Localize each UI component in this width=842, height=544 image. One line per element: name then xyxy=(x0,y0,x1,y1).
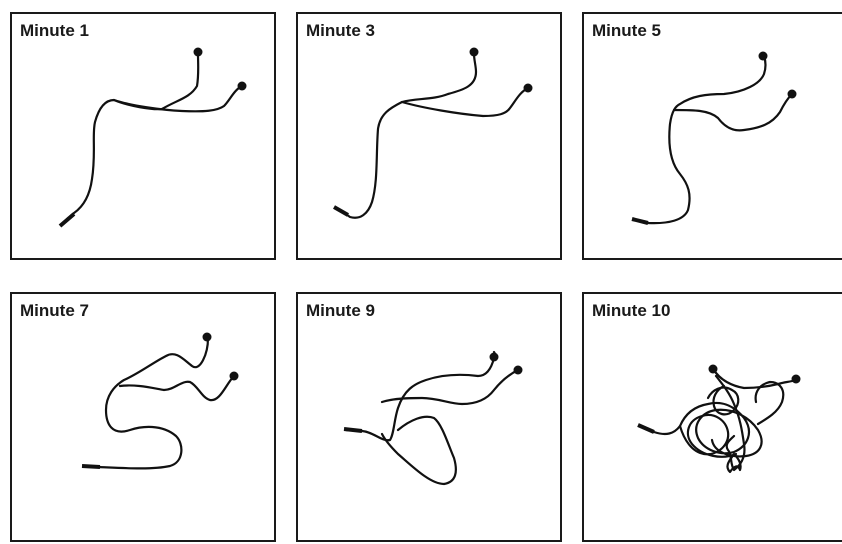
jack-plug xyxy=(81,464,101,469)
jack-plug xyxy=(637,423,655,434)
earbud-right xyxy=(523,83,533,93)
earbud-right xyxy=(787,89,797,99)
panel-title: Minute 5 xyxy=(592,21,661,40)
jack-plug xyxy=(343,427,363,433)
earbud-right xyxy=(513,365,523,375)
earbud-right xyxy=(229,371,239,381)
earbud-left xyxy=(193,47,203,57)
jack-plug xyxy=(58,212,76,228)
earbud-left xyxy=(489,352,499,362)
panel-minute-5: Minute 5 xyxy=(582,12,842,260)
panel-title: Minute 10 xyxy=(592,301,671,320)
earphone-cable-drawing xyxy=(81,332,239,470)
panel-minute-1: Minute 1 xyxy=(10,12,276,260)
earbud-left xyxy=(469,47,479,57)
jack-plug xyxy=(631,217,649,225)
panel-minute-7: Minute 7 xyxy=(10,292,276,542)
earbud-left xyxy=(708,364,718,374)
jack-plug xyxy=(333,205,349,217)
panel-title: Minute 1 xyxy=(20,21,89,40)
earphone-cable-drawing xyxy=(333,47,533,219)
panel-title: Minute 9 xyxy=(306,301,375,320)
panel-title: Minute 7 xyxy=(20,301,89,320)
earbud-left xyxy=(202,332,212,342)
earphone-cable-drawing xyxy=(631,51,797,225)
panel-minute-3: Minute 3 xyxy=(296,12,562,260)
earphone-cable-drawing xyxy=(343,350,523,486)
panel-minute-10: Minute 10 xyxy=(582,292,842,542)
panel-title: Minute 3 xyxy=(306,21,375,40)
earphone-cable-drawing xyxy=(58,47,247,228)
earbud-right xyxy=(791,374,801,384)
earbud-right xyxy=(237,81,247,91)
earbud-left xyxy=(758,51,768,61)
earphone-cable-drawing xyxy=(637,364,801,474)
panel-minute-9: Minute 9 xyxy=(296,292,562,542)
